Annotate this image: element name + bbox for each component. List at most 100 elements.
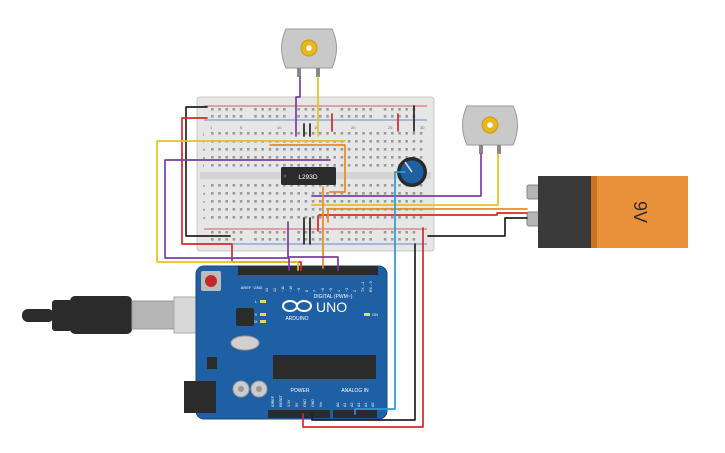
breadboard-hole[interactable]: [383, 216, 387, 219]
breadboard-hole[interactable]: [362, 132, 365, 135]
breadboard-hole[interactable]: [398, 238, 401, 241]
breadboard-hole[interactable]: [239, 192, 243, 195]
wire-red-left-rail[interactable]: [181, 117, 302, 271]
breadboard-hole[interactable]: [355, 192, 358, 195]
breadboard-hole[interactable]: [311, 115, 315, 118]
breadboard-hole[interactable]: [398, 192, 401, 195]
breadboard-hole[interactable]: [355, 108, 358, 111]
breadboard-hole[interactable]: [333, 216, 336, 219]
breadboard-hole[interactable]: [355, 132, 358, 135]
breadboard-hole[interactable]: [304, 238, 308, 241]
wire-purple-motor2[interactable]: [311, 153, 482, 197]
breadboard-hole[interactable]: [419, 200, 423, 203]
wire-yellow-motor2[interactable]: [311, 153, 499, 206]
breadboard-hole[interactable]: [398, 132, 401, 135]
breadboard-hole[interactable]: [254, 164, 257, 167]
breadboard-hole[interactable]: [405, 238, 408, 241]
breadboard-hole[interactable]: [211, 208, 214, 211]
wire-purple-digital[interactable]: [287, 221, 339, 271]
breadboard-hole[interactable]: [290, 148, 293, 151]
breadboard-hole[interactable]: [391, 132, 394, 135]
breadboard-hole[interactable]: [340, 192, 344, 195]
breadboard-hole[interactable]: [347, 132, 351, 135]
breadboard-hole[interactable]: [376, 184, 380, 187]
breadboard-hole[interactable]: [297, 132, 300, 135]
breadboard-hole[interactable]: [268, 208, 272, 211]
breadboard-hole[interactable]: [254, 192, 257, 195]
wire-blue-pot[interactable]: [354, 171, 406, 415]
breadboard-hole[interactable]: [362, 231, 365, 234]
breadboard-hole[interactable]: [239, 132, 243, 135]
breadboard-hole[interactable]: [268, 115, 272, 118]
breadboard-hole[interactable]: [419, 192, 423, 195]
breadboard-hole[interactable]: [347, 231, 351, 234]
wire-orange-battery[interactable]: [327, 208, 528, 223]
breadboard-hole[interactable]: [239, 115, 243, 118]
breadboard-hole[interactable]: [261, 200, 264, 203]
breadboard-hole[interactable]: [376, 164, 380, 167]
breadboard-hole[interactable]: [311, 231, 315, 234]
breadboard-hole[interactable]: [232, 156, 236, 159]
breadboard-hole[interactable]: [412, 216, 416, 219]
breadboard-hole[interactable]: [232, 115, 236, 118]
breadboard-hole[interactable]: [319, 184, 322, 187]
breadboard-hole[interactable]: [391, 148, 394, 151]
breadboard-hole[interactable]: [283, 164, 286, 167]
breadboard-hole[interactable]: [290, 216, 293, 219]
breadboard-hole[interactable]: [268, 238, 272, 241]
breadboard-hole[interactable]: [297, 148, 300, 151]
breadboard-hole[interactable]: [247, 164, 250, 167]
breadboard-hole[interactable]: [254, 208, 257, 211]
breadboard-hole[interactable]: [383, 238, 387, 241]
breadboard-hole[interactable]: [311, 108, 315, 111]
breadboard-hole[interactable]: [239, 156, 243, 159]
breadboard-hole[interactable]: [247, 200, 250, 203]
breadboard-hole[interactable]: [225, 231, 228, 234]
breadboard-hole[interactable]: [254, 231, 257, 234]
breadboard-hole[interactable]: [419, 132, 423, 135]
breadboard-hole[interactable]: [261, 164, 264, 167]
breadboard-hole[interactable]: [261, 216, 264, 219]
breadboard-hole[interactable]: [211, 164, 214, 167]
breadboard-hole[interactable]: [362, 140, 365, 143]
breadboard-hole[interactable]: [211, 132, 214, 135]
breadboard-hole[interactable]: [376, 192, 380, 195]
wire-purple-signal[interactable]: [164, 159, 331, 271]
breadboard-hole[interactable]: [232, 200, 236, 203]
breadboard-hole[interactable]: [369, 216, 372, 219]
breadboard-hole[interactable]: [340, 115, 344, 118]
breadboard-hole[interactable]: [383, 200, 387, 203]
breadboard-hole[interactable]: [319, 208, 322, 211]
wire-red-power[interactable]: [302, 227, 424, 428]
breadboard-hole[interactable]: [398, 115, 401, 118]
breadboard-hole[interactable]: [275, 115, 279, 118]
breadboard-hole[interactable]: [355, 200, 358, 203]
breadboard-hole[interactable]: [319, 192, 322, 195]
breadboard-hole[interactable]: [275, 132, 279, 135]
breadboard-hole[interactable]: [283, 132, 286, 135]
breadboard-hole[interactable]: [412, 140, 416, 143]
breadboard-hole[interactable]: [362, 156, 365, 159]
breadboard-hole[interactable]: [355, 140, 358, 143]
breadboard-hole[interactable]: [326, 108, 329, 111]
breadboard-hole[interactable]: [383, 164, 387, 167]
breadboard-hole[interactable]: [232, 184, 236, 187]
breadboard-hole[interactable]: [283, 156, 286, 159]
breadboard-hole[interactable]: [225, 192, 228, 195]
breadboard-hole[interactable]: [311, 200, 315, 203]
breadboard-hole[interactable]: [340, 108, 344, 111]
breadboard-hole[interactable]: [247, 184, 250, 187]
breadboard-hole[interactable]: [398, 216, 401, 219]
breadboard-hole[interactable]: [211, 200, 214, 203]
breadboard-hole[interactable]: [362, 148, 365, 151]
breadboard-hole[interactable]: [261, 192, 264, 195]
breadboard-hole[interactable]: [297, 164, 300, 167]
wire-orange-chip-top[interactable]: [269, 144, 346, 193]
breadboard-hole[interactable]: [398, 108, 401, 111]
breadboard-hole[interactable]: [326, 200, 329, 203]
breadboard-hole[interactable]: [283, 238, 286, 241]
breadboard-hole[interactable]: [268, 108, 272, 111]
breadboard-hole[interactable]: [347, 200, 351, 203]
breadboard-hole[interactable]: [405, 200, 408, 203]
breadboard-hole[interactable]: [254, 200, 257, 203]
